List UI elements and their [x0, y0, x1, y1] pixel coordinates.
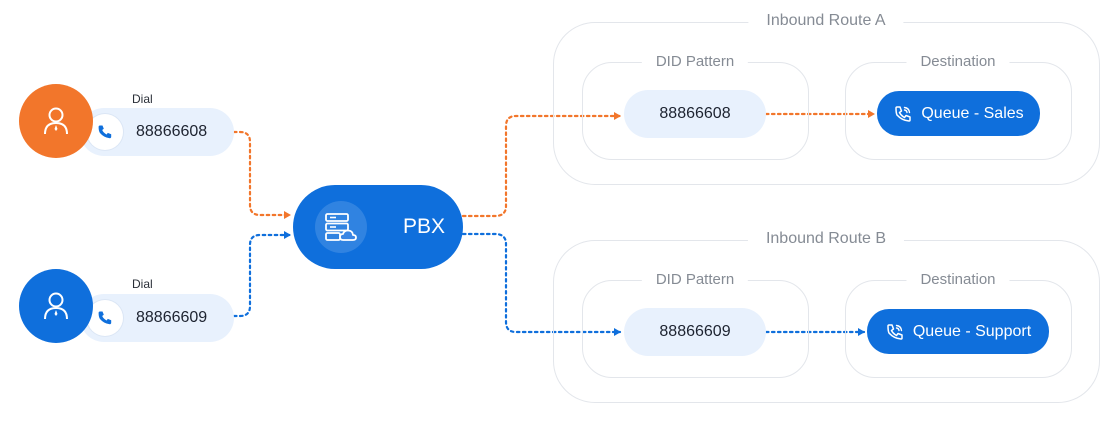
inbound-route-a-title: Inbound Route A	[748, 11, 904, 31]
destination-b-title: Destination	[906, 270, 1010, 290]
queue-sales-label: Queue - Sales	[921, 104, 1024, 122]
caller-a-number: 88866608	[136, 123, 208, 140]
dial-label-a: Dial	[132, 92, 153, 106]
dial-label-b: Dial	[132, 277, 153, 291]
caller-a-avatar	[19, 84, 93, 158]
caller-b-avatar	[19, 269, 93, 343]
caller-a-number-pill: 88866608	[80, 108, 234, 156]
phone-icon	[87, 114, 123, 150]
caller-b-number: 88866609	[136, 309, 208, 326]
person-icon	[44, 107, 68, 135]
inbound-route-b-title: Inbound Route B	[747, 229, 905, 249]
server-cloud-icon	[315, 201, 367, 253]
person-icon	[44, 292, 68, 320]
line-pbx-to-did-a	[461, 112, 622, 218]
queue-sales-button[interactable]: Queue - Sales	[877, 91, 1040, 136]
queue-support-label: Queue - Support	[912, 322, 1032, 340]
phone-call-icon	[893, 104, 913, 124]
phone-call-icon	[885, 322, 905, 342]
did-pattern-a-title: DID Pattern	[641, 52, 749, 72]
line-caller-b-to-pbx	[232, 231, 292, 318]
did-a-value: 88866608	[624, 90, 766, 138]
did-b-value: 88866609	[624, 308, 766, 356]
line-caller-a-to-pbx	[232, 130, 292, 219]
did-pattern-b-title: DID Pattern	[641, 270, 749, 290]
phone-icon	[87, 300, 123, 336]
caller-b-number-pill: 88866609	[80, 294, 234, 342]
pbx-node[interactable]: PBX	[293, 185, 463, 269]
destination-a-title: Destination	[906, 52, 1010, 72]
line-pbx-to-did-b	[461, 232, 622, 336]
pbx-label: PBX	[403, 215, 446, 238]
queue-support-button[interactable]: Queue - Support	[867, 309, 1049, 354]
